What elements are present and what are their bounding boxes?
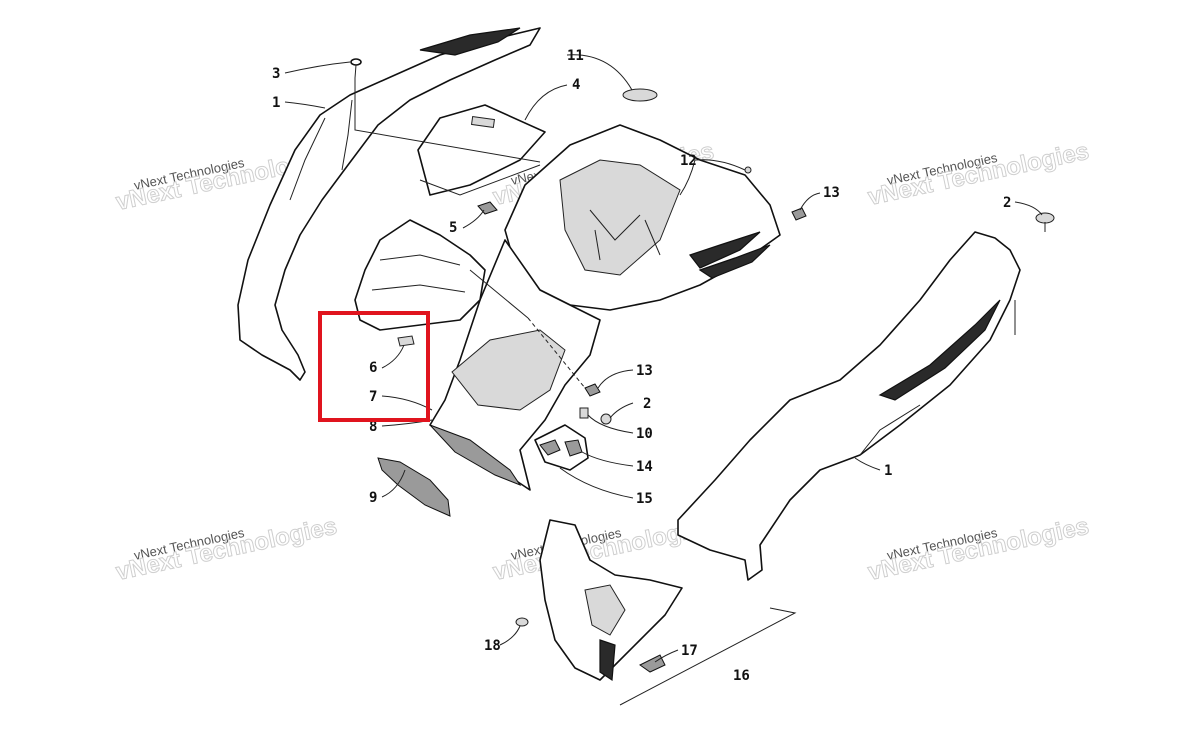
callout-13-center: 13 <box>636 363 653 379</box>
callout-3: 3 <box>272 66 280 82</box>
part-fastener-12 <box>744 166 752 174</box>
part-right-side-panel <box>677 231 1021 581</box>
callout-6: 6 <box>369 360 377 376</box>
part-hood-center <box>504 124 781 311</box>
callout-15: 15 <box>636 491 653 507</box>
callout-8: 8 <box>369 419 377 435</box>
callout-10: 10 <box>636 426 653 442</box>
watermark-bottom-left: vNext Technologies vNext Technologies <box>113 512 340 586</box>
callout-2-right: 2 <box>1003 195 1011 211</box>
callout-7: 7 <box>369 389 377 405</box>
callout-17: 17 <box>681 643 698 659</box>
callout-11: 11 <box>567 48 584 64</box>
assembly-lines <box>354 78 1016 706</box>
part-duct-6-7 <box>354 219 486 347</box>
callout-18: 18 <box>484 638 501 654</box>
part-nose <box>429 239 601 491</box>
part-fastener-13-right <box>791 207 807 221</box>
callout-9: 9 <box>369 490 377 506</box>
callout-12: 12 <box>680 153 697 169</box>
part-plate-4 <box>417 104 546 196</box>
part-left-side-panel <box>237 27 541 381</box>
callout-16: 16 <box>733 668 750 684</box>
callout-4: 4 <box>572 77 580 93</box>
highlight-box <box>318 311 430 422</box>
callout-labels: 3 1 11 4 5 12 13 2 6 7 8 9 13 2 10 14 15… <box>272 48 1011 684</box>
callout-2-center: 2 <box>643 396 651 412</box>
callout-1-right: 1 <box>884 463 892 479</box>
part-belly-pan-16 <box>539 519 683 682</box>
part-screw-18 <box>515 617 529 627</box>
part-grille-9 <box>377 457 451 517</box>
watermark-top-right: vNext Technologies vNext Technologies <box>865 137 1092 211</box>
callout-5: 5 <box>449 220 457 236</box>
part-fastener-13-center <box>584 383 601 397</box>
callout-14: 14 <box>636 459 653 475</box>
part-screw-3 <box>350 58 362 79</box>
callout-13-right: 13 <box>823 185 840 201</box>
part-fastener-2-center <box>600 413 612 425</box>
part-pushclip-2-right <box>1035 212 1055 232</box>
callout-1-left: 1 <box>272 95 280 111</box>
part-fastener-10 <box>579 407 589 419</box>
watermark-bottom-right: vNext Technologies vNext Technologies <box>865 512 1092 586</box>
part-badge-11 <box>622 88 658 102</box>
part-bracket-14-15 <box>534 424 589 471</box>
